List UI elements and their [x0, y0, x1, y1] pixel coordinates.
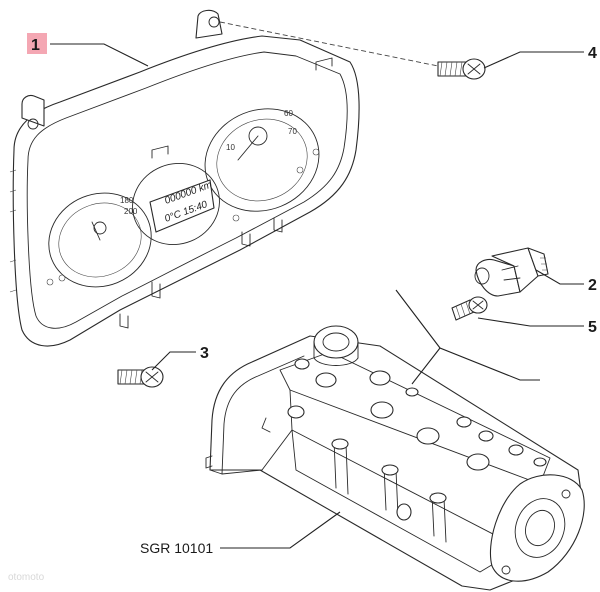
callout-2: 2 — [588, 277, 597, 294]
cylinder-head-cover — [205, 325, 585, 591]
callout-5: 5 — [588, 319, 597, 336]
screw-part-3 — [117, 366, 164, 388]
instrument-cluster: 180 200 10 60 70 000000 km 0°C 15:40 — [9, 9, 360, 347]
callout-4: 4 — [588, 45, 597, 62]
callout-1: 1 — [31, 37, 40, 54]
left-dial-mark-180: 180 — [120, 196, 134, 205]
right-dial-mark-70: 70 — [288, 127, 297, 136]
left-dial-mark-200: 200 — [124, 207, 138, 216]
leader-lines — [50, 21, 584, 549]
right-dial-mark-10: 10 — [226, 143, 235, 152]
screw-part-4 — [437, 58, 486, 80]
figure-code: SGR 10101 — [140, 540, 213, 556]
screw-part-5 — [451, 296, 488, 321]
right-dial-mark-60: 60 — [284, 109, 293, 118]
callout-3: 3 — [200, 345, 209, 362]
watermark: otomoto — [8, 572, 45, 583]
callout-1-highlight — [27, 33, 47, 54]
sensor-part-2 — [474, 247, 549, 297]
